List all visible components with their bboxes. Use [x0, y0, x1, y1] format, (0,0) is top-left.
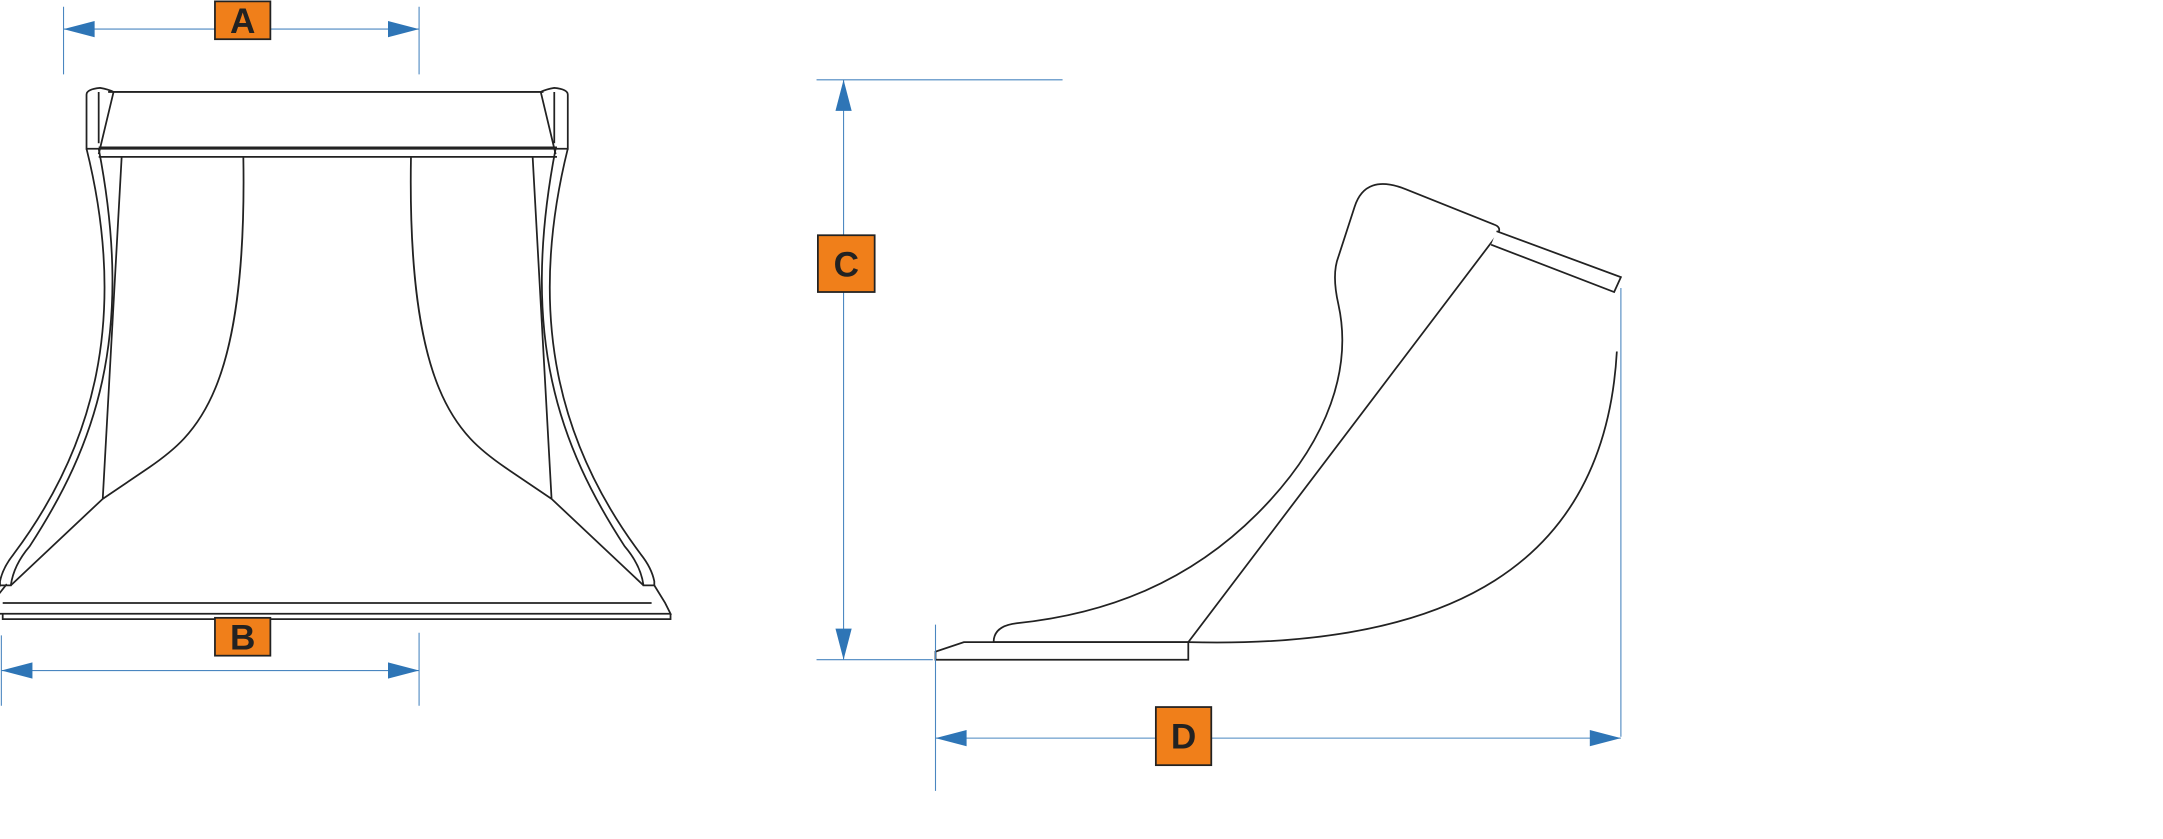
left-side-plate: [0, 148, 114, 587]
left-inner-panel: [10, 156, 245, 587]
arrow-right-icon: [387, 662, 420, 679]
arrow-right-icon: [387, 20, 420, 38]
right-side-plate: [541, 148, 656, 587]
arrow-left-icon: [1, 662, 33, 679]
front-top-rim: [85, 86, 569, 150]
front-view: [0, 86, 672, 621]
label-c: C: [817, 234, 876, 293]
bucket-floor-back: [1188, 351, 1618, 644]
arrow-right-icon: [1589, 730, 1621, 747]
arrow-down-icon: [835, 628, 852, 660]
label-a: A: [214, 0, 272, 41]
dimension-c: [816, 79, 1063, 661]
front-top-band: [97, 91, 557, 158]
side-view: [934, 183, 1623, 661]
label-c-text: C: [834, 245, 859, 284]
arrow-up-icon: [835, 79, 852, 111]
top-plate: [1490, 230, 1623, 294]
dimension-d: [934, 287, 1622, 791]
front-base: [0, 583, 672, 621]
dimension-b: [0, 632, 420, 706]
bucket-shell: [992, 183, 1501, 643]
arrow-left-icon: [935, 730, 967, 747]
label-d-text: D: [1171, 717, 1196, 756]
label-b-text: B: [230, 619, 255, 658]
bottom-plate: [934, 641, 1190, 661]
label-d: D: [1154, 706, 1213, 767]
label-a-text: A: [230, 2, 255, 41]
arrow-left-icon: [63, 20, 95, 38]
label-b: B: [214, 616, 272, 658]
right-inner-panel: [409, 156, 645, 587]
